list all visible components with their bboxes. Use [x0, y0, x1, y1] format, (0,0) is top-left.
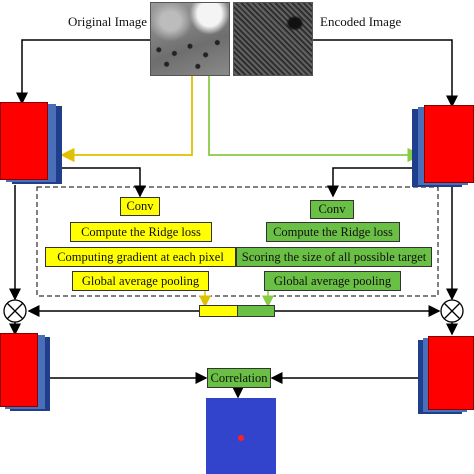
response-map [206, 398, 276, 474]
right-conv-box: Conv [310, 200, 354, 219]
feature-map-bottom-left [0, 333, 50, 411]
right-pooling-box: Global average pooling [264, 271, 401, 291]
original-image-label: Original Image [68, 14, 148, 29]
feature-map-bottom-right [418, 336, 474, 414]
multiply-left-icon [3, 299, 27, 323]
combined-weight-bar [199, 305, 275, 317]
green-weight-segment [236, 306, 274, 316]
encoded-image-label: Encoded Image [320, 14, 402, 29]
right-ridge-loss-box: Compute the Ridge loss [266, 222, 400, 242]
left-pooling-box: Global average pooling [72, 271, 209, 291]
response-peak [238, 435, 244, 441]
encoded-image [233, 2, 313, 76]
left-ridge-loss-box: Compute the Ridge loss [70, 222, 212, 242]
left-conv-box: Conv [120, 197, 160, 216]
yellow-weight-segment [200, 306, 237, 316]
feature-map-top-right [412, 105, 474, 187]
feature-map-top-left [0, 102, 62, 184]
multiply-right-icon [440, 299, 464, 323]
left-gradient-box: Computing gradient at each pixel [45, 247, 236, 267]
correlation-box: Correlation [207, 368, 271, 388]
right-scoring-box: Scoring the size of all possible target [236, 247, 432, 267]
original-image [150, 2, 230, 76]
